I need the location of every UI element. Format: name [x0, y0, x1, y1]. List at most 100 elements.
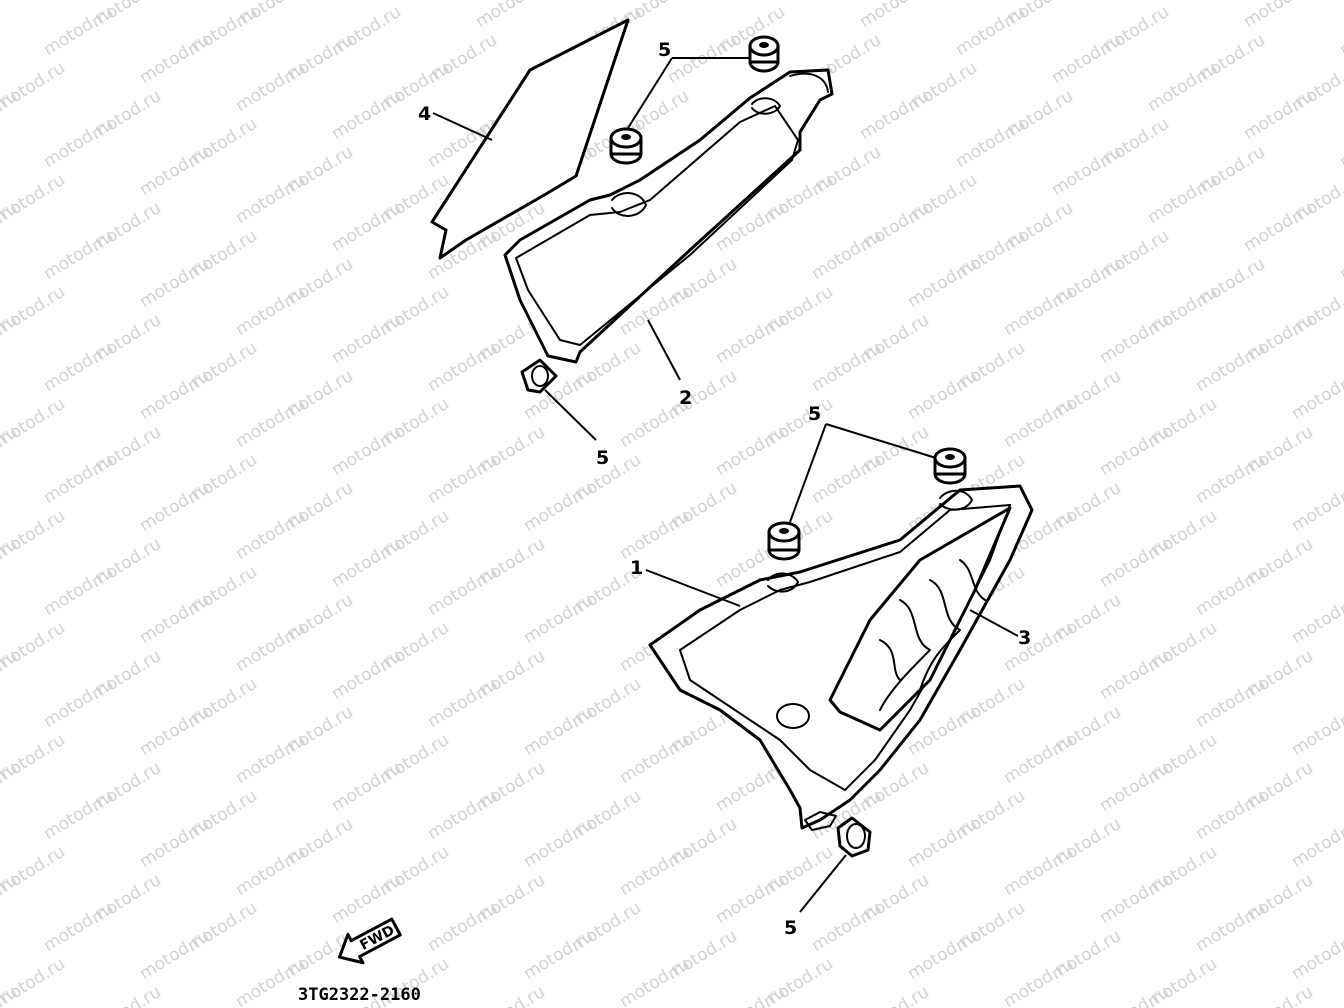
watermark-text: motod.ru [904, 254, 981, 312]
watermark-text: motod.ru [328, 86, 405, 144]
watermark-text: motod.ru [232, 394, 309, 452]
watermark-text: motod.ru [1144, 0, 1221, 4]
watermark-text: motod.ru [376, 0, 453, 4]
callout-grommet-bottom-left: 5 [596, 447, 609, 469]
watermark-text: motod.ru [424, 898, 501, 956]
watermark-text: motod.ru [616, 954, 693, 1008]
watermark-text: motod.ru [712, 982, 789, 1008]
watermark-text: motod.ru [1096, 422, 1173, 480]
watermark-text: motod.ru [1240, 982, 1317, 1008]
watermark-text: motod.ru [232, 842, 309, 900]
watermark-text: motod.ru [1096, 758, 1173, 816]
diagram-code: 3TG2322-2160 [298, 985, 421, 1005]
watermark-text: motod.ru [232, 58, 309, 116]
grommet-top-left-a[interactable] [748, 35, 780, 73]
watermark-text: motod.ru [1192, 674, 1269, 732]
watermark-text: motod.ru [40, 2, 117, 60]
watermark-text: motod.ru [1000, 282, 1077, 340]
watermark-text: motod.ru [40, 338, 117, 396]
watermark-text: motod.ru [856, 982, 933, 1008]
watermark-text: motod.ru [1288, 478, 1344, 536]
watermark-text: motod.ru [136, 590, 213, 648]
watermark-text: motod.ru [520, 926, 597, 984]
watermark-text: motod.ru [232, 282, 309, 340]
watermark-text: motod.ru [232, 730, 309, 788]
watermark-text: motod.ru [1096, 534, 1173, 592]
callout-grommet-bottom-right: 5 [784, 917, 797, 939]
watermark-text: motod.ru [1000, 954, 1077, 1008]
leader-lines [432, 57, 1019, 913]
watermark-text: motod.ru [1288, 702, 1344, 760]
watermark-text: motod.ru [520, 590, 597, 648]
watermark-text: motod.ru [616, 842, 693, 900]
watermark-text: motod.ru [760, 0, 837, 4]
watermark-text: motod.ru [40, 786, 117, 844]
grommet-bottom-right[interactable] [836, 816, 872, 858]
watermark-text: motod.ru [232, 618, 309, 676]
watermark-text: motod.ru [1000, 394, 1077, 452]
callout-right-cover: 1 [630, 557, 643, 579]
callout-grommet-top-left: 5 [658, 39, 671, 61]
watermark-text: motod.ru [1288, 926, 1344, 984]
watermark-text: motod.ru [904, 366, 981, 424]
watermark-text: motod.ru [328, 422, 405, 480]
watermark-text: motod.ru [1096, 646, 1173, 704]
watermark-text: motod.ru [1096, 310, 1173, 368]
watermark-text: motod.ru [520, 478, 597, 536]
watermark-text: motod.ru [136, 814, 213, 872]
watermark-text: motod.ru [1000, 730, 1077, 788]
watermark-text: motod.ru [424, 450, 501, 508]
watermark-text: motod.ru [1336, 114, 1344, 172]
watermark-text: motod.ru [1048, 30, 1125, 88]
watermark-text: motod.ru [808, 898, 885, 956]
watermark-text: motod.ru [0, 0, 69, 4]
watermark-text: motod.ru [1000, 618, 1077, 676]
watermark-text: motod.ru [856, 86, 933, 144]
grommet-top-right-b[interactable] [767, 521, 801, 561]
watermark-text: motod.ru [328, 646, 405, 704]
watermark-text: motod.ru [808, 226, 885, 284]
watermark-text: motod.ru [952, 114, 1029, 172]
watermark-text: motod.ru [0, 0, 21, 32]
watermark-text: motod.ru [808, 338, 885, 396]
watermark-text: motod.ru [328, 198, 405, 256]
watermark-text: motod.ru [1000, 842, 1077, 900]
watermark-text: motod.ru [232, 506, 309, 564]
grommet-top-left-b[interactable] [609, 127, 643, 165]
watermark-text: motod.ru [1240, 86, 1317, 144]
watermark-text: motod.ru [328, 758, 405, 816]
watermark-text: motod.ru [136, 366, 213, 424]
watermark-text: motod.ru [1192, 898, 1269, 956]
watermark-text: motod.ru [136, 30, 213, 88]
watermark-text: motod.ru [904, 926, 981, 984]
watermark-text: motod.ru [712, 870, 789, 928]
watermark-text: motod.ru [1192, 562, 1269, 620]
right-emblem-part-3[interactable] [828, 506, 1012, 732]
watermark-text: motod.ru [1288, 590, 1344, 648]
watermark-text: motod.ru [328, 534, 405, 592]
callout-emblem: 4 [418, 103, 431, 125]
watermark-text: motod.ru [1288, 814, 1344, 872]
watermark-text: motod.ru [88, 982, 165, 1008]
grommet-bottom-left[interactable] [520, 358, 558, 394]
grommet-top-right-a[interactable] [933, 447, 967, 485]
left-side-cover-part-2[interactable] [503, 68, 834, 364]
watermark-text: motod.ru [1048, 142, 1125, 200]
watermark-text: motod.ru [1336, 2, 1344, 60]
watermark-text: motod.ru [424, 786, 501, 844]
watermark-text: motod.ru [136, 702, 213, 760]
watermark-text: motod.ru [1240, 0, 1317, 32]
watermark-text: motod.ru [40, 562, 117, 620]
watermark-text: motod.ru [856, 0, 933, 32]
watermark-text: motod.ru [1192, 786, 1269, 844]
watermark-text: motod.ru [616, 506, 693, 564]
callout-left-cover: 2 [679, 387, 692, 409]
watermark-text: motod.ru [472, 982, 549, 1008]
watermark-text: motod.ru [136, 254, 213, 312]
watermark-text: motod.ru [664, 30, 741, 88]
watermark-text: motod.ru [520, 814, 597, 872]
watermark-text: motod.ru [1192, 450, 1269, 508]
emblem-part-4[interactable] [430, 18, 630, 260]
